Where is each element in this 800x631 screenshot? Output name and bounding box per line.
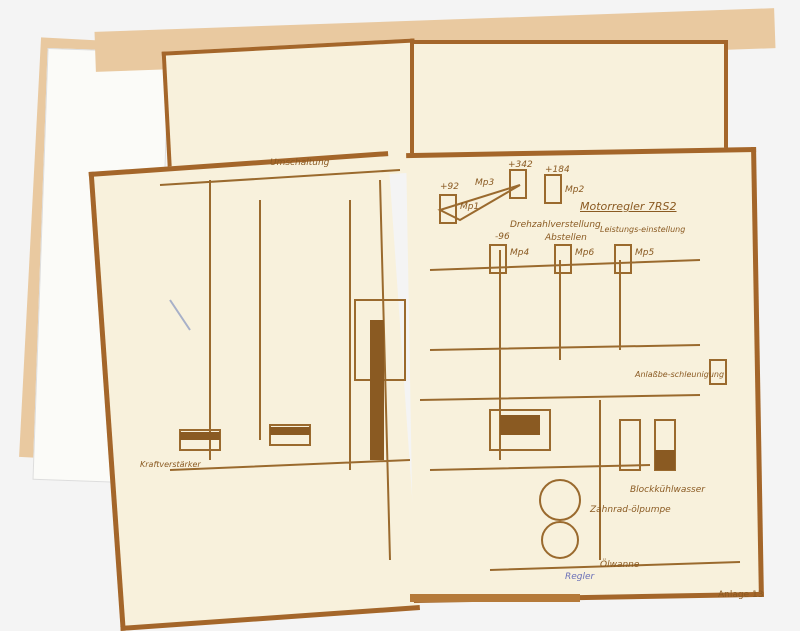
label-mp5: Mp5 — [635, 248, 655, 258]
label-blockkuehlwasser: Blockkühlwasser — [630, 485, 705, 495]
label-zahnradoelpumpe: Zahnrad-ölpumpe — [590, 505, 671, 515]
label-v92: +92 — [440, 182, 459, 192]
label-mp1: Mp1 — [460, 202, 480, 212]
label-mp6: Mp6 — [575, 248, 595, 258]
bottom-edge — [410, 594, 580, 602]
label-v342: +342 — [508, 160, 533, 170]
label-abstellen: Abstellen — [545, 233, 587, 243]
label-anlage: Anlage 13 — [718, 590, 764, 600]
drawing-title: Motorregler 7RS2 — [580, 200, 677, 213]
label-mp3: Mp3 — [475, 178, 495, 188]
label-v96: -96 — [495, 232, 510, 242]
schematic-drawing — [159, 169, 741, 571]
label-kraftverstaerker: Kraftverstärker — [140, 460, 201, 469]
upper-page-right — [410, 40, 728, 168]
label-mp2: Mp2 — [565, 185, 585, 195]
label-regler: Regler — [565, 572, 595, 582]
label-anlassbeschleunigung: Anlaßbe-schleunigung — [635, 370, 725, 379]
label-oelwanne: Ölwanne — [600, 560, 640, 570]
label-drehzahlverstellung: Drehzahlverstellung — [510, 220, 601, 230]
label-mp4: Mp4 — [510, 248, 530, 258]
label-umschaltung: Umschaltung — [270, 158, 330, 168]
label-leistungseinstellung: Leistungs-einstellung — [600, 225, 686, 234]
label-v184: +184 — [545, 165, 570, 175]
